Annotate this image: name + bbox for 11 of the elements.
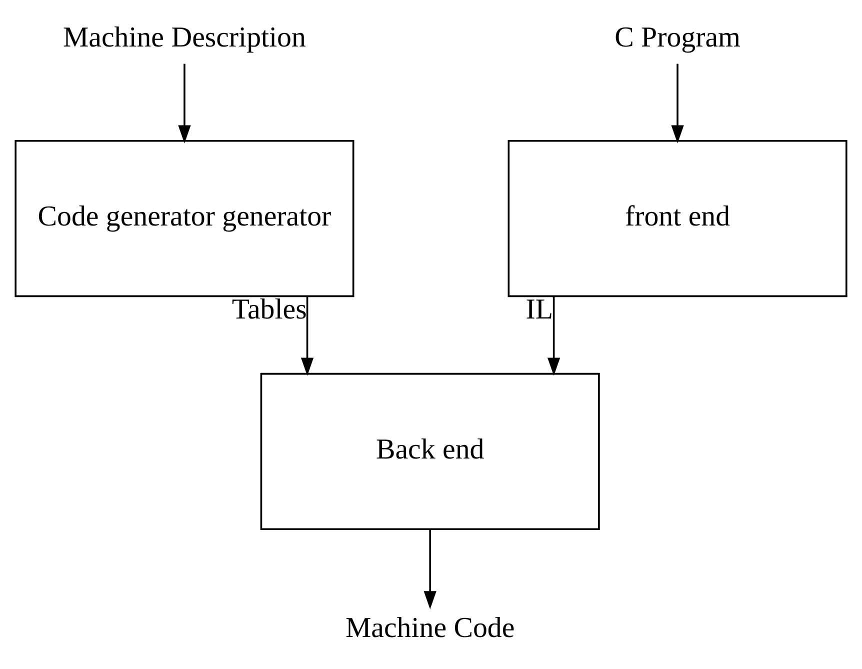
node-text: Machine Code bbox=[345, 612, 515, 644]
arrow bbox=[424, 528, 436, 609]
node-text: Machine Description bbox=[62, 21, 306, 54]
arrow bbox=[547, 296, 560, 376]
node-text: C Program bbox=[614, 21, 740, 54]
node-box: Back end bbox=[260, 372, 600, 530]
arrow bbox=[300, 296, 314, 376]
arrow bbox=[178, 63, 191, 143]
arrow bbox=[671, 63, 684, 143]
node-box: Code generator generator bbox=[14, 139, 354, 297]
node-box: front end bbox=[508, 139, 848, 297]
